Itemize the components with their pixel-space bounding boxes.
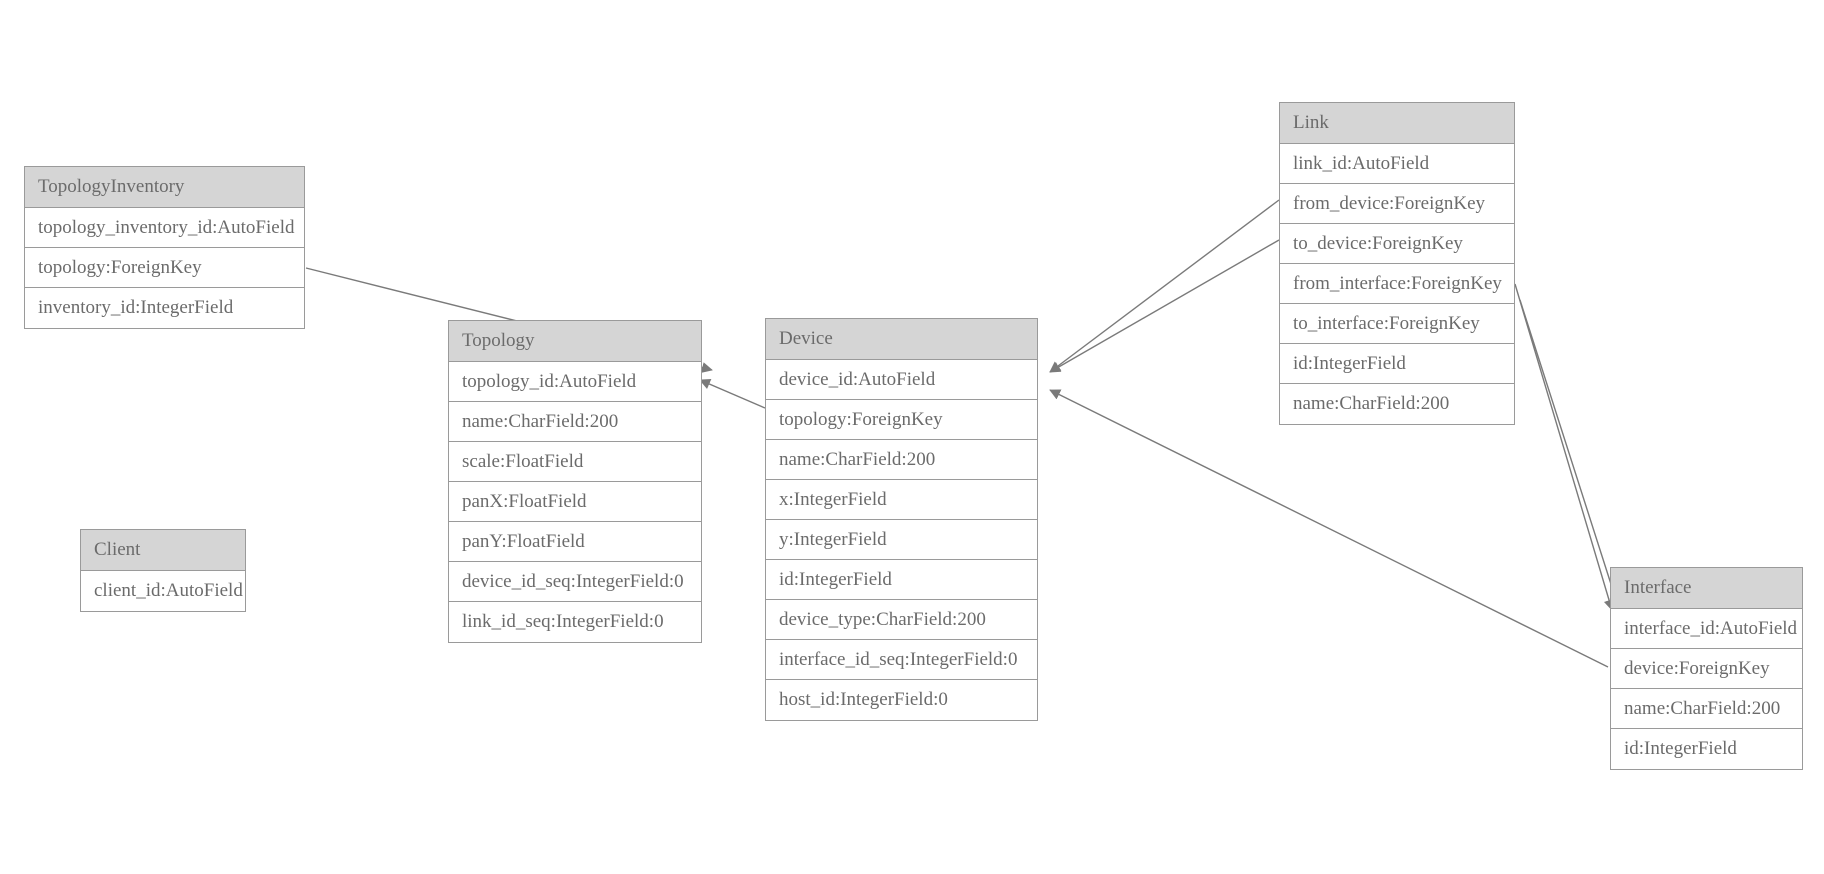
entity-field-row[interactable]: topology_id:AutoField xyxy=(449,362,701,402)
entity-field-row[interactable]: from_interface:ForeignKey xyxy=(1280,264,1514,304)
entity-field-row[interactable]: to_interface:ForeignKey xyxy=(1280,304,1514,344)
entity-field-row[interactable]: topology:ForeignKey xyxy=(766,400,1037,440)
entity-field-row[interactable]: topology_inventory_id:AutoField xyxy=(25,208,304,248)
entity-field-row[interactable]: link_id_seq:IntegerField:0 xyxy=(449,602,701,642)
entity-field-row[interactable]: y:IntegerField xyxy=(766,520,1037,560)
entity-field-row[interactable]: device_id_seq:IntegerField:0 xyxy=(449,562,701,602)
edge-link-to-device xyxy=(1049,239,1280,373)
entity-field-row[interactable]: panY:FloatField xyxy=(449,522,701,562)
entity-field-row[interactable]: name:CharField:200 xyxy=(766,440,1037,480)
edge-link-from-device xyxy=(1049,199,1280,373)
entity-title-client: Client xyxy=(81,530,245,571)
entity-field-row[interactable]: device_type:CharField:200 xyxy=(766,600,1037,640)
edge-device-topology xyxy=(699,378,766,409)
entity-title-interface: Interface xyxy=(1611,568,1802,609)
entity-field-row[interactable]: to_device:ForeignKey xyxy=(1280,224,1514,264)
edge-link-from-interface xyxy=(1514,283,1615,611)
edge-link-to-interface xyxy=(1519,299,1621,607)
entity-field-row[interactable]: interface_id:AutoField xyxy=(1611,609,1802,649)
entity-field-row[interactable]: device_id:AutoField xyxy=(766,360,1037,400)
entity-field-row[interactable]: panX:FloatField xyxy=(449,482,701,522)
entity-field-row[interactable]: name:CharField:200 xyxy=(449,402,701,442)
entity-title-topology_inventory: TopologyInventory xyxy=(25,167,304,208)
edge-interface-device xyxy=(1049,389,1609,668)
entity-field-row[interactable]: topology:ForeignKey xyxy=(25,248,304,288)
entity-field-row[interactable]: scale:FloatField xyxy=(449,442,701,482)
entity-title-topology: Topology xyxy=(449,321,701,362)
entity-title-device: Device xyxy=(766,319,1037,360)
entity-field-row[interactable]: link_id:AutoField xyxy=(1280,144,1514,184)
entity-field-row[interactable]: client_id:AutoField xyxy=(81,571,245,611)
entity-field-row[interactable]: inventory_id:IntegerField xyxy=(25,288,304,328)
entity-field-row[interactable]: id:IntegerField xyxy=(766,560,1037,600)
entity-field-row[interactable]: name:CharField:200 xyxy=(1280,384,1514,424)
entity-field-row[interactable]: id:IntegerField xyxy=(1611,729,1802,769)
entity-field-row[interactable]: name:CharField:200 xyxy=(1611,689,1802,729)
entity-field-row[interactable]: id:IntegerField xyxy=(1280,344,1514,384)
entity-title-link: Link xyxy=(1280,103,1514,144)
entity-field-row[interactable]: interface_id_seq:IntegerField:0 xyxy=(766,640,1037,680)
entity-field-row[interactable]: x:IntegerField xyxy=(766,480,1037,520)
entity-field-row[interactable]: device:ForeignKey xyxy=(1611,649,1802,689)
entity-field-row[interactable]: host_id:IntegerField:0 xyxy=(766,680,1037,720)
entity-field-row[interactable]: from_device:ForeignKey xyxy=(1280,184,1514,224)
